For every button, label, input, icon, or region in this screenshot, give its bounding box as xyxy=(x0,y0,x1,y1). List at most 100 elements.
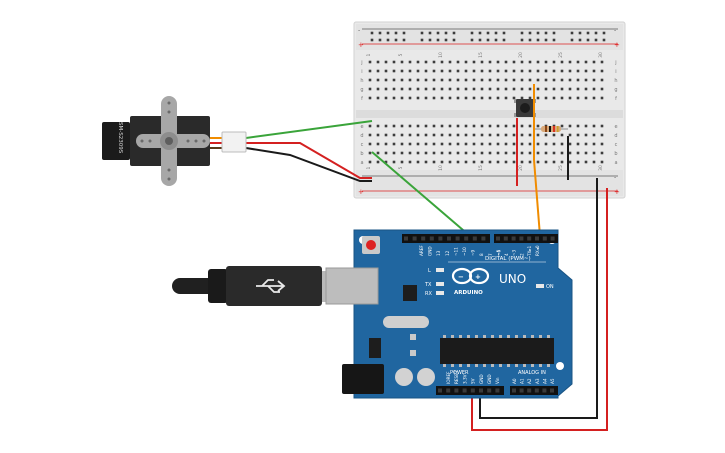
breadboard-hole[interactable] xyxy=(384,151,388,155)
header-socket[interactable] xyxy=(512,388,516,393)
breadboard-hole[interactable] xyxy=(488,60,492,64)
breadboard-hole[interactable] xyxy=(520,142,524,146)
breadboard-hole[interactable] xyxy=(536,69,540,73)
header-socket[interactable] xyxy=(519,388,524,393)
rail-hole[interactable] xyxy=(594,31,598,35)
header-socket[interactable] xyxy=(534,388,539,393)
breadboard-hole[interactable] xyxy=(440,142,444,146)
breadboard-hole[interactable] xyxy=(456,69,460,73)
breadboard-hole[interactable] xyxy=(416,78,420,82)
breadboard-hole[interactable] xyxy=(592,151,596,155)
breadboard-hole[interactable] xyxy=(408,142,412,146)
header-socket[interactable] xyxy=(550,388,554,393)
breadboard-hole[interactable] xyxy=(376,133,380,137)
breadboard-hole[interactable] xyxy=(392,60,396,64)
breadboard-hole[interactable] xyxy=(448,133,452,137)
breadboard-hole[interactable] xyxy=(400,69,404,73)
rail-hole[interactable] xyxy=(528,38,532,42)
header-socket[interactable] xyxy=(487,388,492,393)
breadboard-hole[interactable] xyxy=(528,69,532,73)
breadboard-hole[interactable] xyxy=(560,124,564,128)
breadboard-hole[interactable] xyxy=(488,151,492,155)
breadboard-hole[interactable] xyxy=(472,151,476,155)
breadboard-hole[interactable] xyxy=(576,124,580,128)
breadboard-hole[interactable] xyxy=(464,96,468,100)
breadboard-hole[interactable] xyxy=(392,69,396,73)
breadboard-hole[interactable] xyxy=(528,151,532,155)
breadboard-hole[interactable] xyxy=(512,78,516,82)
breadboard-hole[interactable] xyxy=(440,69,444,73)
breadboard-hole[interactable] xyxy=(528,78,532,82)
breadboard-hole[interactable] xyxy=(600,60,604,64)
rail-hole[interactable] xyxy=(544,31,548,35)
breadboard-hole[interactable] xyxy=(416,87,420,91)
rail-hole[interactable] xyxy=(394,38,398,42)
breadboard-hole[interactable] xyxy=(368,133,372,137)
rail-hole[interactable] xyxy=(420,31,424,35)
breadboard-hole[interactable] xyxy=(440,151,444,155)
reset-button-cap[interactable] xyxy=(366,240,376,250)
breadboard-hole[interactable] xyxy=(568,69,572,73)
rail-hole[interactable] xyxy=(570,38,574,42)
rail-hole[interactable] xyxy=(428,38,432,42)
breadboard-hole[interactable] xyxy=(368,96,372,100)
header-socket[interactable] xyxy=(503,236,508,241)
breadboard-hole[interactable] xyxy=(568,151,572,155)
breadboard-hole[interactable] xyxy=(504,142,508,146)
breadboard-hole[interactable] xyxy=(472,133,476,137)
breadboard-hole[interactable] xyxy=(568,78,572,82)
breadboard-hole[interactable] xyxy=(416,133,420,137)
breadboard-hole[interactable] xyxy=(416,160,420,164)
breadboard-hole[interactable] xyxy=(376,60,380,64)
breadboard-hole[interactable] xyxy=(504,60,508,64)
breadboard-hole[interactable] xyxy=(568,160,572,164)
breadboard-hole[interactable] xyxy=(416,124,420,128)
rail-hole[interactable] xyxy=(552,31,556,35)
breadboard-hole[interactable] xyxy=(472,142,476,146)
breadboard-hole[interactable] xyxy=(496,160,500,164)
breadboard-hole[interactable] xyxy=(424,60,428,64)
breadboard-hole[interactable] xyxy=(376,142,380,146)
breadboard-hole[interactable] xyxy=(504,124,508,128)
breadboard-hole[interactable] xyxy=(472,87,476,91)
breadboard-hole[interactable] xyxy=(456,133,460,137)
breadboard-hole[interactable] xyxy=(584,160,588,164)
breadboard-hole[interactable] xyxy=(400,87,404,91)
breadboard-hole[interactable] xyxy=(464,78,468,82)
breadboard-hole[interactable] xyxy=(600,96,604,100)
breadboard-hole[interactable] xyxy=(416,151,420,155)
rail-hole[interactable] xyxy=(478,38,482,42)
wire-5v-to-rail[interactable] xyxy=(471,188,608,431)
breadboard-hole[interactable] xyxy=(504,69,508,73)
wire-servo-signal[interactable] xyxy=(245,120,373,139)
breadboard-hole[interactable] xyxy=(424,124,428,128)
breadboard-hole[interactable] xyxy=(576,87,580,91)
breadboard-hole[interactable] xyxy=(592,60,596,64)
breadboard-hole[interactable] xyxy=(592,69,596,73)
breadboard-hole[interactable] xyxy=(392,124,396,128)
breadboard-hole[interactable] xyxy=(400,151,404,155)
breadboard-hole[interactable] xyxy=(536,133,540,137)
breadboard-hole[interactable] xyxy=(480,160,484,164)
breadboard-hole[interactable] xyxy=(584,124,588,128)
breadboard-hole[interactable] xyxy=(560,142,564,146)
breadboard-hole[interactable] xyxy=(392,160,396,164)
header-socket[interactable] xyxy=(542,236,547,241)
header-socket[interactable] xyxy=(438,236,443,241)
breadboard-hole[interactable] xyxy=(560,78,564,82)
breadboard-hole[interactable] xyxy=(424,142,428,146)
wire-button-to-pin2[interactable] xyxy=(533,84,541,237)
breadboard-hole[interactable] xyxy=(512,160,516,164)
breadboard-hole[interactable] xyxy=(512,87,516,91)
breadboard-hole[interactable] xyxy=(368,151,372,155)
breadboard-hole[interactable] xyxy=(408,151,412,155)
breadboard-hole[interactable] xyxy=(552,78,556,82)
breadboard-hole[interactable] xyxy=(584,142,588,146)
breadboard-hole[interactable] xyxy=(480,133,484,137)
breadboard-hole[interactable] xyxy=(464,124,468,128)
breadboard-hole[interactable] xyxy=(584,87,588,91)
rail-hole[interactable] xyxy=(394,31,398,35)
breadboard-hole[interactable] xyxy=(376,151,380,155)
breadboard-hole[interactable] xyxy=(408,160,412,164)
